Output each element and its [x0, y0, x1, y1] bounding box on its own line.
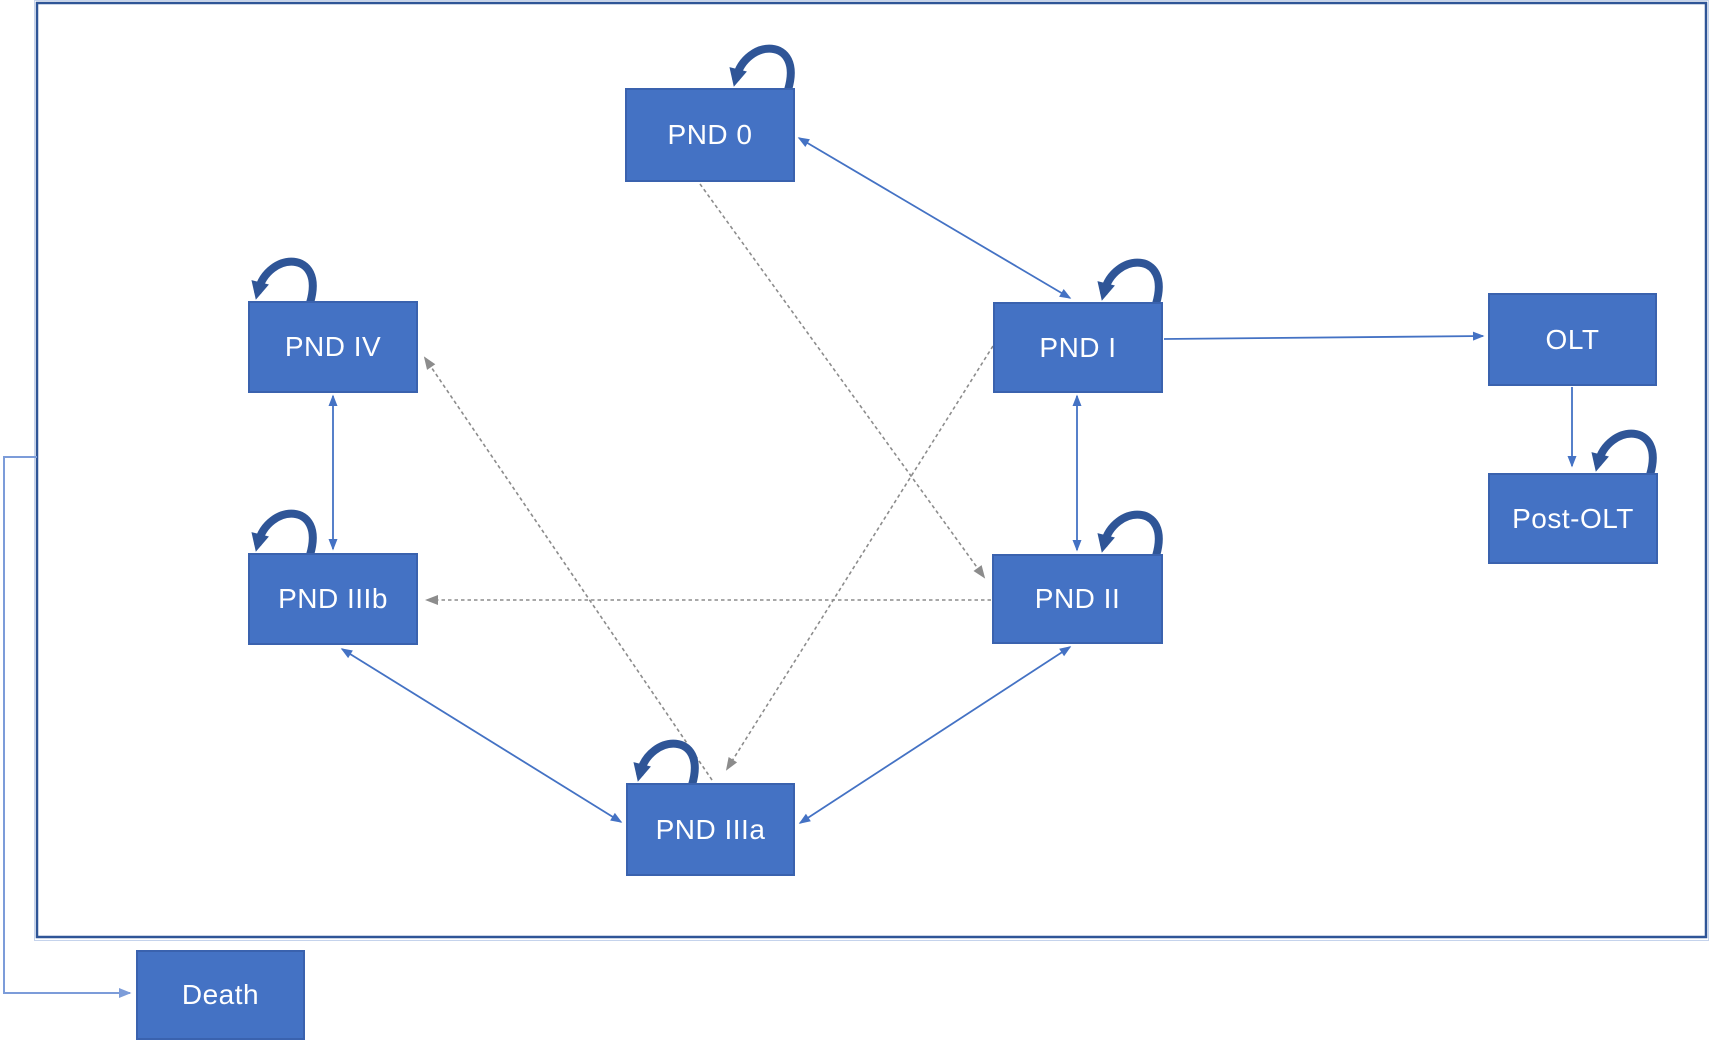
node-pnd-iv: PND IV	[248, 301, 418, 393]
edge-pnd0-pnd1	[797, 137, 1072, 299]
node-death: Death	[136, 950, 305, 1040]
node-pnd-i: PND I	[993, 302, 1163, 393]
node-label: OLT	[1545, 323, 1600, 355]
node-post-olt: Post-OLT	[1488, 473, 1658, 564]
node-label: PND II	[1034, 583, 1121, 614]
frame-border	[34, 0, 1709, 941]
node-label: PND IIIa	[655, 813, 766, 845]
edge-pnd3a-pnd4-dashed	[423, 356, 713, 781]
node-label: PND IV	[284, 331, 382, 362]
node-pnd-iiib: PND IIIb	[248, 553, 418, 645]
node-olt: OLT	[1488, 293, 1657, 386]
node-label: Post-OLT	[1512, 502, 1634, 534]
edge-pnd1-olt	[1163, 331, 1485, 341]
self-loop-pnd1	[1097, 258, 1163, 308]
edge-pnd0-pnd2-dashed	[699, 183, 986, 579]
self-loop-pnd0	[729, 44, 795, 94]
node-label: PND 0	[667, 119, 753, 150]
node-label: Death	[181, 979, 260, 1010]
self-loop-pnd4	[251, 257, 317, 307]
self-loop-pnd3a	[633, 739, 699, 789]
node-pnd-iiia: PND IIIa	[626, 783, 795, 876]
node-pnd-0: PND 0	[625, 88, 795, 182]
edge-pnd2-pnd3a	[798, 646, 1072, 824]
self-loop-pnd3b	[251, 509, 317, 559]
self-loop-postolt	[1591, 429, 1657, 479]
edge-pnd1-pnd3a-dashed	[725, 345, 994, 771]
edge-pnd3b-pnd3a	[340, 648, 623, 823]
node-pnd-ii: PND II	[992, 554, 1163, 644]
self-loop-pnd2	[1097, 510, 1163, 560]
edge-frame-death	[3, 456, 132, 998]
node-label: PND IIIb	[278, 583, 388, 614]
node-label: PND I	[1039, 331, 1117, 363]
